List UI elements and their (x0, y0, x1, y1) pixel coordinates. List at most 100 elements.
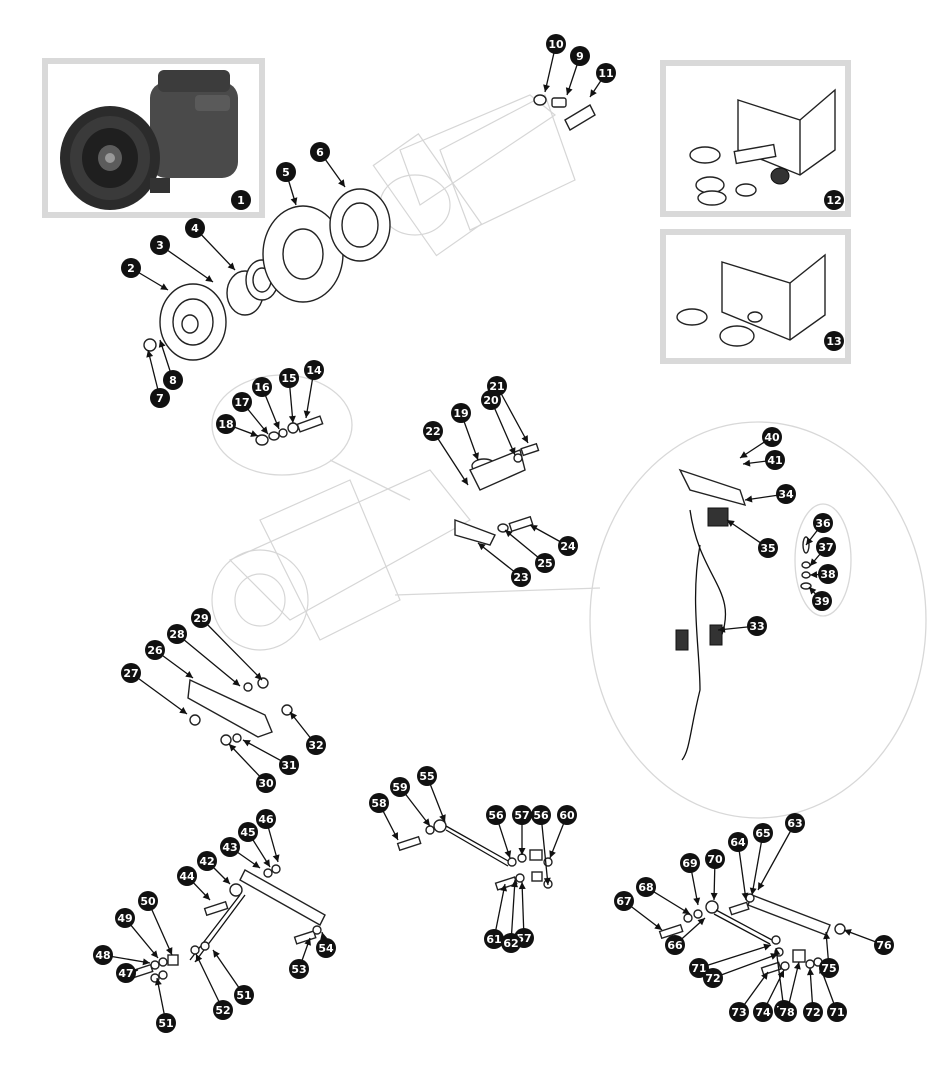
callout-14: 14 (303, 360, 324, 419)
callout-arrowhead (478, 543, 486, 551)
callout-arrowhead (682, 907, 690, 914)
callout-number: 53 (291, 963, 306, 976)
callout-number: 22 (425, 425, 440, 438)
callout-badge (765, 450, 785, 470)
callout-50: 50 (138, 891, 173, 956)
callout-number: 30 (258, 777, 274, 790)
callout-leader-line (130, 672, 188, 715)
callout-arrowhead (505, 530, 513, 538)
gasket-kit-panel-12 (660, 60, 851, 217)
callout-badge (803, 1002, 823, 1022)
callout-5: 5 (276, 162, 298, 206)
callout-badge (256, 773, 276, 793)
callout-22: 22 (423, 421, 469, 486)
callout-55: 55 (417, 766, 446, 823)
callout-badge (197, 851, 217, 871)
callout-arrowhead (718, 625, 726, 633)
callout-number: 74 (755, 1006, 771, 1019)
callout-badge (596, 63, 616, 83)
callout-badge (121, 663, 141, 683)
callout-arrowhead (543, 84, 550, 92)
callout-66: 66 (665, 917, 706, 955)
callout-arrowhead (763, 943, 771, 951)
callout-number: 57 (514, 809, 529, 822)
callout-number: 17 (234, 396, 249, 409)
callout-number: 71 (691, 962, 706, 975)
callout-leader-line (200, 617, 263, 681)
callout-arrowhead (154, 978, 162, 986)
callout-number: 62 (503, 937, 518, 950)
callout-62: 62 (501, 879, 521, 953)
callout-arrowhead (179, 707, 187, 714)
callout-65: 65 (749, 823, 773, 896)
callout-arrowhead (770, 953, 778, 960)
callout-badge (689, 958, 709, 978)
callout-badge (306, 735, 326, 755)
callout-number: 7 (156, 392, 164, 405)
callout-arrowhead (761, 972, 768, 980)
callout-number: 68 (638, 881, 653, 894)
callout-number: 23 (513, 571, 528, 584)
callout-41: 41 (742, 450, 785, 470)
callout-67: 67 (614, 891, 663, 931)
callout-number: 52 (215, 1004, 230, 1017)
callout-arrowhead (809, 587, 817, 595)
callout-27: 27 (121, 663, 188, 715)
callout-leader-line (510, 879, 516, 944)
callout-leader-line (490, 399, 516, 456)
callout-number: 63 (787, 817, 802, 830)
callout-2: 2 (121, 258, 169, 291)
callout-arrowhead (549, 850, 556, 858)
callout-number: 12 (826, 194, 841, 207)
callout-badge (93, 945, 113, 965)
callout-36: 36 (805, 513, 833, 546)
callout-number: 18 (218, 418, 233, 431)
callout-44: 44 (177, 866, 211, 901)
callout-arrowhead (263, 859, 270, 867)
callout-arrowhead (252, 861, 260, 868)
callout-arrowhead (518, 848, 526, 855)
callout-number: 2 (127, 262, 135, 275)
callout-leader-line (712, 953, 779, 979)
callout-arrowhead (810, 571, 818, 579)
callout-26: 26 (145, 640, 194, 679)
callout-59: 59 (390, 777, 431, 827)
callout-badge (827, 1002, 847, 1022)
callout-arrowhead (202, 892, 210, 900)
callout-24: 24 (529, 524, 578, 556)
callout-number: 27 (123, 667, 138, 680)
callout-arrowhead (290, 197, 298, 205)
callout-number: 28 (169, 628, 184, 641)
callout-arrowhead (740, 451, 748, 458)
callout-arrowhead (461, 477, 468, 485)
callout-arrowhead (710, 892, 718, 900)
callout-74: 74 (753, 969, 785, 1022)
callout-badge (819, 958, 839, 978)
callout-badge (511, 567, 531, 587)
callout-28: 28 (167, 624, 241, 687)
callout-number: 42 (199, 855, 214, 868)
callout-number: 9 (576, 50, 584, 63)
callout-arrowhead (222, 876, 230, 884)
callout-30: 30 (228, 743, 276, 793)
adjusting-linkage-left (128, 864, 326, 983)
callout-42: 42 (197, 851, 231, 885)
callout-badge (220, 837, 240, 857)
callout-number: 4 (191, 222, 199, 235)
callout-51: 51 (212, 949, 254, 1005)
callout-badge (486, 805, 506, 825)
callout-arrowhead (273, 421, 280, 429)
callout-badge (680, 853, 700, 873)
callout-arrowhead (793, 962, 801, 970)
callout-arrowhead (288, 415, 296, 423)
callout-arrowhead (508, 447, 516, 455)
callout-19: 19 (451, 403, 479, 461)
callout-badge (636, 877, 656, 897)
callout-arrowhead (693, 897, 701, 905)
callout-arrowhead (422, 818, 430, 826)
callout-number: 3 (156, 239, 164, 252)
callout-number: 6 (316, 146, 324, 159)
callout-arrowhead (806, 537, 814, 545)
callout-number: 25 (537, 557, 552, 570)
